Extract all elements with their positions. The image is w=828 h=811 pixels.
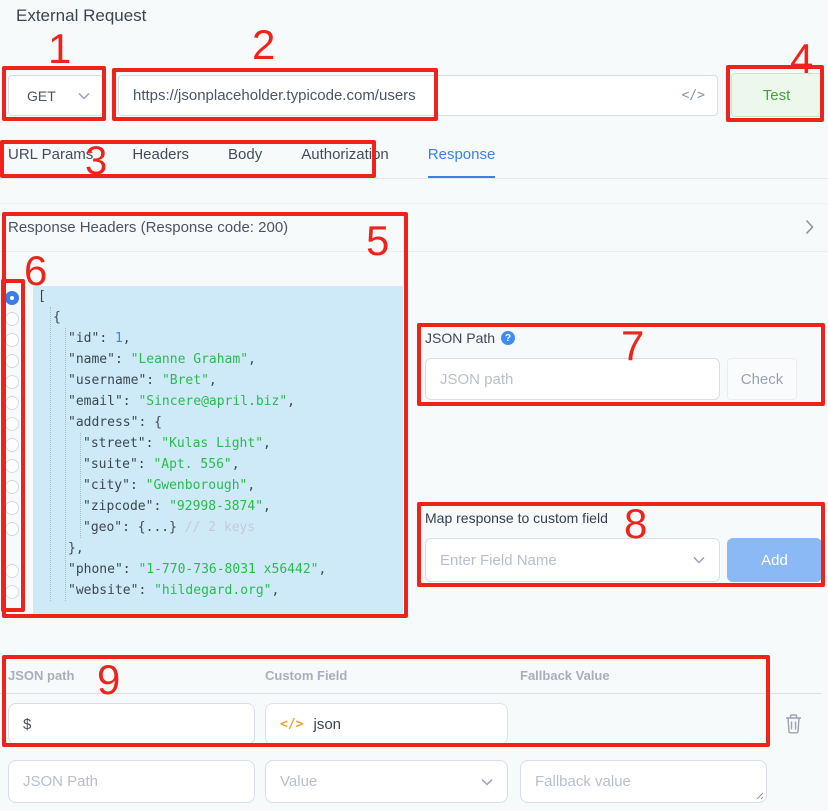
annotation-number-1: 1 xyxy=(48,25,72,72)
response-node-radio[interactable] xyxy=(5,353,19,368)
response-node-radio[interactable] xyxy=(5,290,19,305)
radio-slot xyxy=(5,329,23,350)
radio-column xyxy=(5,287,23,602)
code-icon: </> xyxy=(280,716,304,732)
col-header-json-path: JSON path xyxy=(8,668,75,683)
new-fallback-wrap xyxy=(520,760,767,803)
tab-headers[interactable]: Headers xyxy=(132,146,190,163)
json-line: "zipcode": "92998-3874", xyxy=(83,499,271,514)
json-line: "id": 1, xyxy=(68,331,131,346)
json-line: "username": "Bret", xyxy=(68,373,217,388)
test-button[interactable]: Test xyxy=(731,73,822,117)
json-line: "geo": {...} // 2 keys xyxy=(83,520,256,535)
radio-slot xyxy=(5,518,23,539)
json-line: "street": "Kulas Light", xyxy=(83,436,271,451)
help-icon[interactable]: ? xyxy=(501,331,516,345)
row-custom-field-cell[interactable]: </> json xyxy=(265,703,508,745)
row-json-path-input[interactable] xyxy=(8,703,255,745)
col-header-custom-field: Custom Field xyxy=(265,668,348,683)
json-path-label: JSON Path xyxy=(425,330,496,346)
radio-slot xyxy=(5,455,23,476)
response-node-radio[interactable] xyxy=(5,458,19,473)
row-custom-field-value: json xyxy=(313,715,342,733)
indent-guide xyxy=(50,307,51,601)
json-line: "suite": "Apt. 556", xyxy=(83,457,240,472)
json-line: "phone": "1-770-736-8031 x56442", xyxy=(68,562,327,577)
json-path-label-row: JSON Path ? xyxy=(425,330,516,346)
json-line: "city": "Gwenborough", xyxy=(83,478,256,493)
page-title: External Request xyxy=(16,6,147,25)
response-node-radio[interactable] xyxy=(5,584,19,599)
new-fallback-input[interactable] xyxy=(520,760,767,803)
json-line: "email": "Sincere@april.biz", xyxy=(68,394,295,409)
url-value: https://jsonplaceholder.typicode.com/use… xyxy=(133,87,416,104)
chevron-down-icon xyxy=(78,92,90,100)
json-line: "website": "hildegard.org", xyxy=(68,583,280,598)
annotation-number-2: 2 xyxy=(252,21,276,68)
response-node-radio[interactable] xyxy=(5,416,19,431)
response-headers-label: Response Headers (Response code: 200) xyxy=(8,218,289,236)
col-header-fallback-value: Fallback Value xyxy=(520,668,610,683)
response-node-radio[interactable] xyxy=(5,521,19,536)
new-json-path-input[interactable] xyxy=(8,760,255,803)
field-name-select[interactable]: Enter Field Name xyxy=(425,538,720,582)
annotation-number-9: 9 xyxy=(97,656,121,703)
response-node-radio[interactable] xyxy=(5,479,19,494)
radio-slot xyxy=(5,413,23,434)
url-input[interactable]: https://jsonplaceholder.typicode.com/use… xyxy=(118,75,718,116)
add-button[interactable]: Add xyxy=(727,538,822,582)
radio-slot xyxy=(5,308,23,329)
panel-divider xyxy=(0,203,828,204)
indent-guide xyxy=(80,433,81,538)
radio-slot xyxy=(5,476,23,497)
radio-slot xyxy=(5,371,23,392)
resize-handle-icon[interactable] xyxy=(754,790,764,800)
response-node-radio[interactable] xyxy=(5,563,19,578)
tab-body[interactable]: Body xyxy=(228,146,263,163)
radio-slot xyxy=(5,287,23,308)
map-section-label: Map response to custom field xyxy=(425,510,608,526)
response-node-radio[interactable] xyxy=(5,395,19,410)
radio-slot xyxy=(5,350,23,371)
chevron-down-icon xyxy=(693,556,705,564)
chevron-right-icon[interactable] xyxy=(805,219,814,235)
radio-slot xyxy=(5,392,23,413)
tab-url-params[interactable]: URL Params xyxy=(8,146,94,163)
indent-guide xyxy=(65,328,66,601)
radio-slot xyxy=(5,497,23,518)
radio-slot xyxy=(5,560,23,581)
json-line: { xyxy=(53,310,61,325)
request-tabs: URL Params Headers Body Authorization Re… xyxy=(8,135,496,179)
new-value-placeholder: Value xyxy=(280,773,318,790)
table-header-divider xyxy=(0,693,822,694)
method-select[interactable]: GET xyxy=(8,75,103,116)
response-node-radio[interactable] xyxy=(5,311,19,326)
response-headers-row[interactable]: Response Headers (Response code: 200) xyxy=(0,203,828,252)
trash-icon[interactable] xyxy=(784,713,803,734)
response-node-radio[interactable] xyxy=(5,332,19,347)
radio-slot xyxy=(5,434,23,455)
check-button[interactable]: Check xyxy=(727,358,797,400)
json-line: }, xyxy=(68,541,84,556)
method-select-value: GET xyxy=(27,87,56,104)
radio-slot xyxy=(5,539,23,560)
new-value-select[interactable]: Value xyxy=(265,760,508,803)
json-path-input[interactable] xyxy=(425,358,720,400)
json-code: [ { "id": 1, "name": "Leanne Graham", "usern… xyxy=(33,286,403,615)
field-name-placeholder: Enter Field Name xyxy=(440,551,557,569)
radio-slot xyxy=(5,581,23,602)
response-node-radio[interactable] xyxy=(5,500,19,515)
tab-authorization[interactable]: Authorization xyxy=(301,146,389,163)
response-node-radio[interactable] xyxy=(5,437,19,452)
json-line: "name": "Leanne Graham", xyxy=(68,352,256,367)
response-node-radio[interactable] xyxy=(5,374,19,389)
tab-response[interactable]: Response xyxy=(427,135,496,179)
json-line: [ xyxy=(38,289,46,304)
chevron-down-icon xyxy=(481,778,493,786)
code-icon[interactable]: </> xyxy=(681,88,705,103)
json-line: "address": { xyxy=(68,415,162,430)
tabs-divider xyxy=(0,178,828,179)
